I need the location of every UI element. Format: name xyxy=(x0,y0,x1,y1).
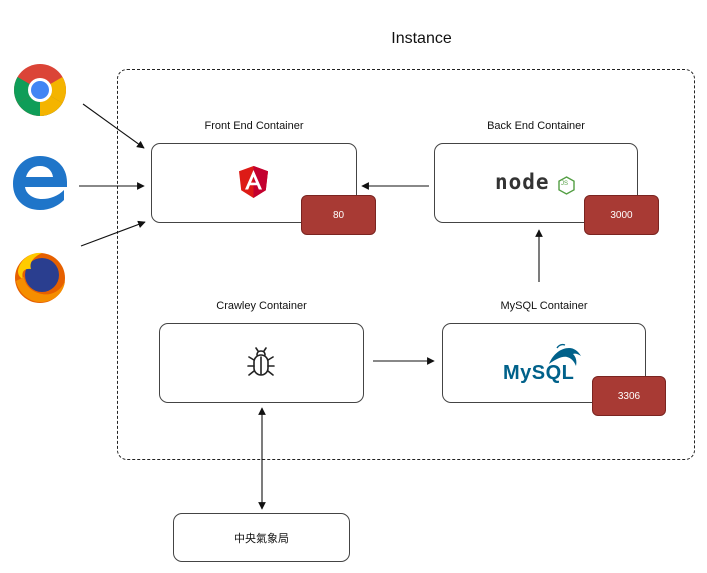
nodejs-hexagon-icon xyxy=(558,176,575,195)
backend-port-badge: 3000 xyxy=(584,195,659,235)
nodejs-logo: node JS xyxy=(495,170,579,197)
nodejs-js-text: JS xyxy=(561,181,569,187)
cwa-external-box[interactable]: 中央氣象局 xyxy=(173,513,350,562)
crawley-container-label: Crawley Container xyxy=(216,300,307,312)
diagram-title: Instance xyxy=(391,30,452,47)
frontend-container-label: Front End Container xyxy=(204,120,304,132)
firefox-icon xyxy=(15,252,65,303)
instance-boundary xyxy=(117,69,695,460)
nodejs-logo-text: node xyxy=(495,170,550,194)
edge-icon xyxy=(13,156,67,210)
frontend-port-badge: 80 xyxy=(301,195,376,235)
angular-icon xyxy=(239,166,268,198)
mysql-container-label: MySQL Container xyxy=(500,300,588,312)
arrow-chrome-to-frontend xyxy=(82,103,145,149)
dolphin-icon xyxy=(549,343,581,366)
mysql-logo: MySQL xyxy=(503,342,589,384)
mysql-port-badge: 3306 xyxy=(592,376,666,416)
backend-container-label: Back End Container xyxy=(487,120,585,132)
chrome-icon xyxy=(14,64,66,116)
mysql-logo-text: MySQL xyxy=(503,362,575,384)
bug-icon xyxy=(247,347,275,376)
arrow-firefox-to-frontend xyxy=(80,220,146,247)
